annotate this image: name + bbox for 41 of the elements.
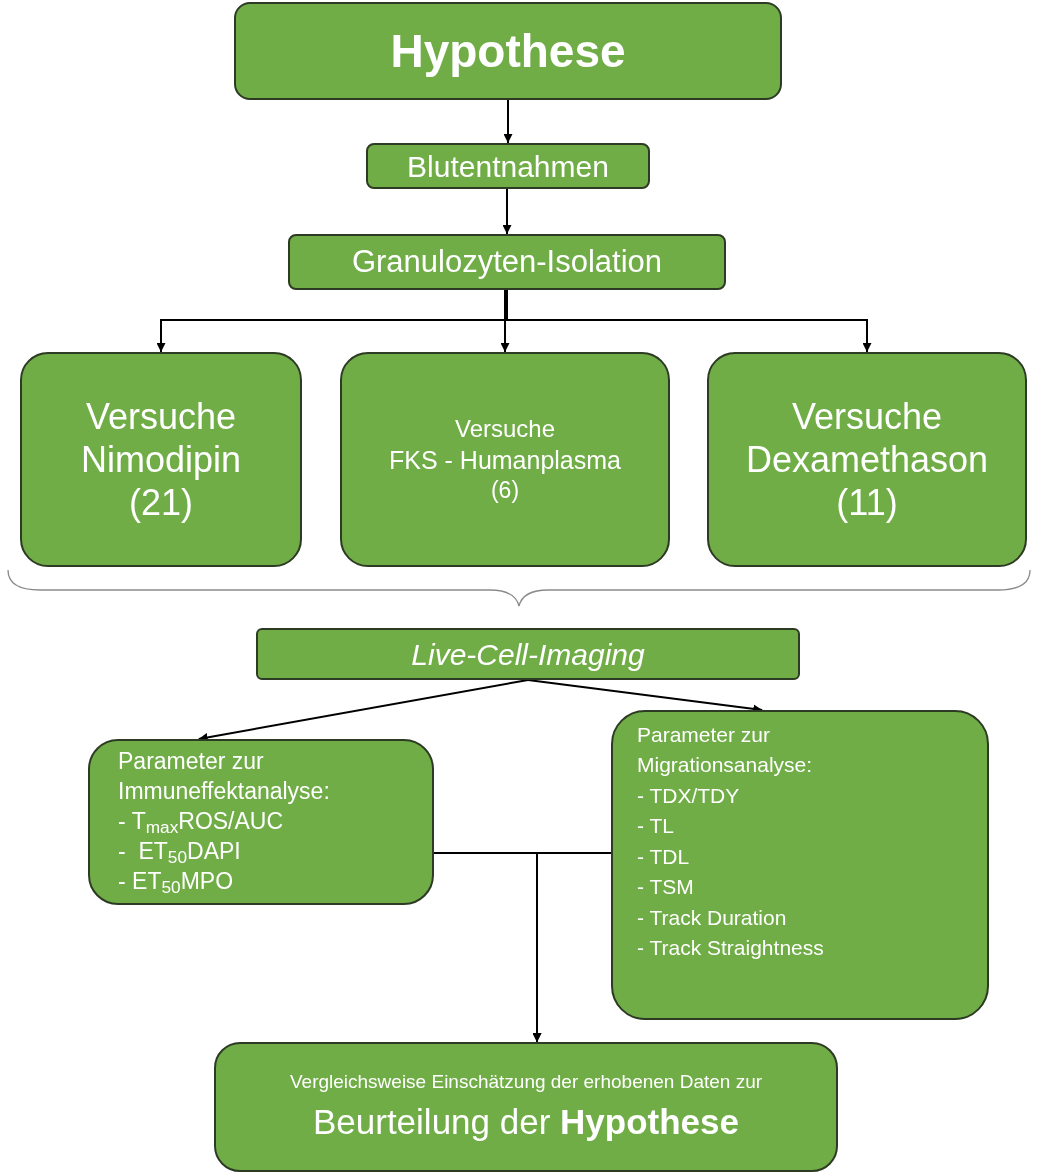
box-text: Granulozyten-Isolation bbox=[351, 242, 663, 281]
box-text: (21) bbox=[129, 481, 193, 525]
box-text: Live-Cell-Imaging bbox=[411, 636, 645, 673]
process-box bbox=[288, 234, 726, 290]
process-box bbox=[611, 710, 989, 1020]
box-text: Beurteilung der Hypothese bbox=[312, 1101, 739, 1144]
arrow bbox=[532, 852, 612, 1043]
box-text: - ET$_{50}$MPO bbox=[118, 866, 234, 897]
box-text: - Track Duration bbox=[637, 904, 787, 931]
process-box bbox=[256, 628, 800, 680]
box-text: Versuche bbox=[791, 394, 943, 438]
arrow bbox=[503, 99, 513, 144]
box-text: Nimodipin bbox=[80, 437, 242, 482]
arrow bbox=[502, 188, 512, 235]
box-text: - TL bbox=[637, 813, 674, 840]
box-text: Hypothese bbox=[390, 23, 626, 79]
box-text: Blutentnahmen bbox=[407, 148, 609, 185]
process-box bbox=[234, 2, 782, 100]
process-box bbox=[214, 1042, 838, 1172]
box-text: (6) bbox=[490, 476, 520, 506]
box-text: Parameter zur Immuneffektanalyse: bbox=[118, 747, 331, 807]
box-text: Dexamethason bbox=[745, 437, 989, 482]
box-text: - ET$_{50}$DAPI bbox=[118, 836, 241, 867]
box-text: - TDX/TDY bbox=[637, 782, 740, 809]
box-text: Versuche bbox=[85, 394, 237, 438]
box-text: Vergleichsweise Einschätzung der erhobenen Daten zur bbox=[288, 1069, 764, 1094]
process-box bbox=[20, 352, 302, 567]
box-text: (11) bbox=[836, 481, 898, 525]
process-box bbox=[707, 352, 1027, 567]
process-box bbox=[340, 352, 670, 567]
box-text: FKS - Humanplasma bbox=[389, 444, 621, 476]
arrow bbox=[500, 289, 510, 353]
box-text: - Track Straightness bbox=[637, 935, 824, 962]
box-text: - TDL bbox=[637, 843, 690, 870]
box-text: - TSM bbox=[637, 874, 694, 901]
box-text: - T$_{max}$ROS/AUC bbox=[118, 807, 284, 837]
box-text: Versuche bbox=[454, 413, 556, 444]
box-text: Parameter zur Migrationsanalyse: bbox=[637, 722, 814, 779]
arrow bbox=[197, 679, 529, 742]
process-box bbox=[88, 739, 434, 905]
process-box bbox=[366, 143, 650, 189]
